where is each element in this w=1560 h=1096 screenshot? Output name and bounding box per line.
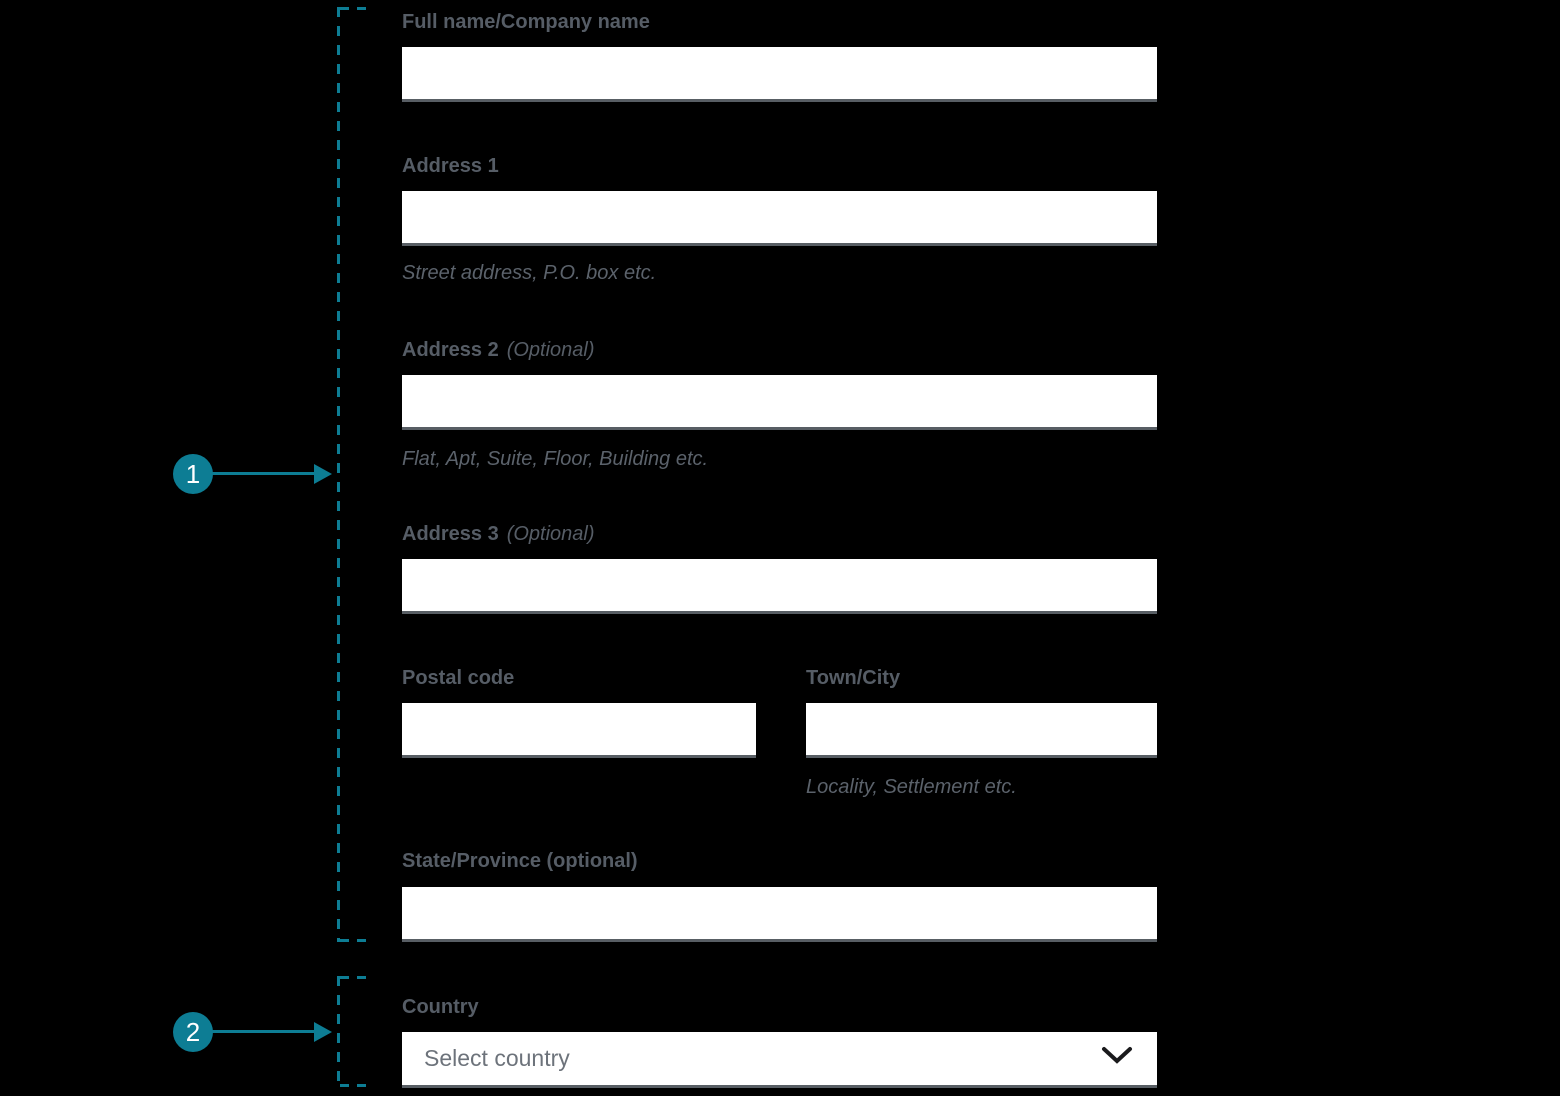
chevron-down-icon [1101,1046,1133,1071]
annotation-arrow-1-head [314,464,332,484]
section-1-bracket-bottom-tick [340,939,366,942]
section-2-bracket-top-tick [340,976,366,979]
section-2-bracket-line [337,976,340,1087]
section-1-bracket-line [337,7,340,942]
address2-helper: Flat, Apt, Suite, Floor, Building etc. [402,448,709,470]
full-name-label: Full name/Company name [402,11,650,33]
town-city-helper: Locality, Settlement etc. [806,776,1017,798]
address2-label: Address 2 (Optional) [402,337,595,363]
address3-label-main: Address 3 [402,523,499,545]
postal-code-input[interactable] [402,703,756,758]
town-city-label: Town/City [806,667,901,689]
address1-helper: Street address, P.O. box etc. [402,262,657,284]
annotation-arrow-2-head [314,1022,332,1042]
address3-input[interactable] [402,559,1157,614]
section-1-bracket-top-tick [340,7,366,10]
address3-label-optional: (Optional) [506,523,595,545]
annotation-arrow-2-line [211,1030,316,1033]
address1-label: Address 1 [402,155,499,177]
annotation-marker-2: 2 [173,1012,213,1052]
section-2-bracket-bottom-tick [340,1084,366,1087]
full-name-input[interactable] [402,47,1157,102]
annotation-marker-1: 1 [173,454,213,494]
country-select[interactable]: Select country [402,1032,1157,1088]
address2-label-optional: (Optional) [506,339,595,361]
country-select-placeholder: Select country [424,1045,570,1071]
address1-input[interactable] [402,191,1157,246]
town-city-input[interactable] [806,703,1157,758]
annotation-arrow-1-line [211,472,316,475]
address3-label: Address 3 (Optional) [402,521,595,547]
state-province-label: State/Province (optional) [402,850,638,872]
state-province-input[interactable] [402,887,1157,942]
address2-label-main: Address 2 [402,339,499,361]
address2-input[interactable] [402,375,1157,430]
postal-code-label: Postal code [402,667,515,689]
country-label: Country [402,996,479,1018]
